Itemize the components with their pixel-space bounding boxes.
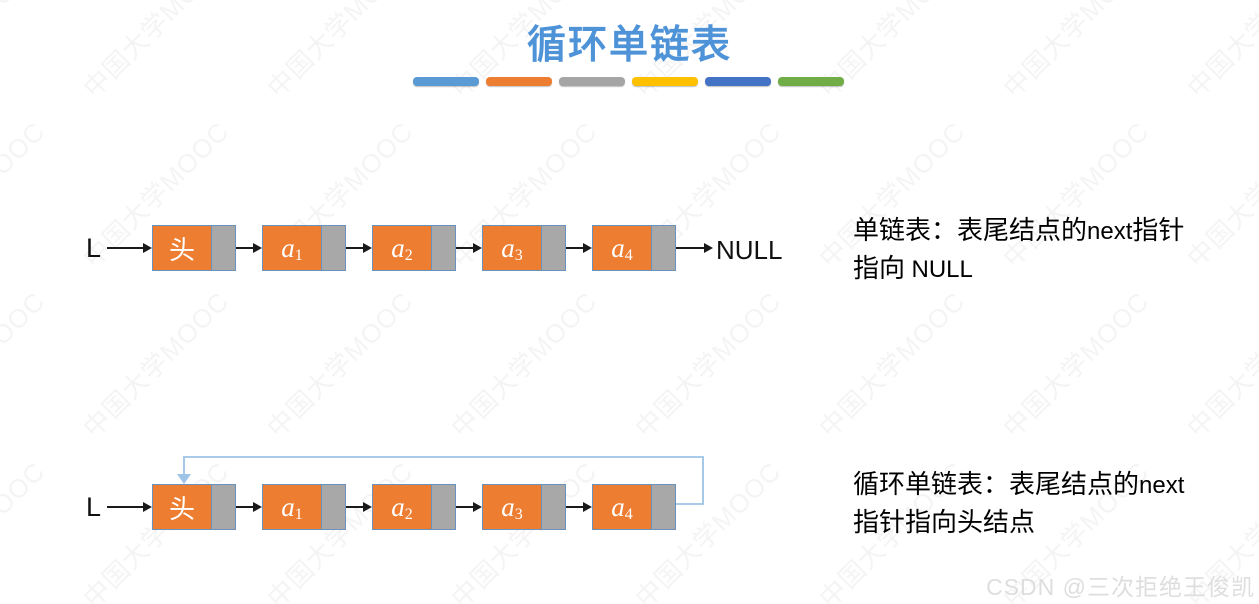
node-pointer-cell xyxy=(211,226,235,270)
mooc-watermark-text: 中国大学MOOC xyxy=(0,285,51,444)
mooc-watermark-text: 中国大学MOOC xyxy=(445,285,603,444)
list2-caption: 循环单链表：表尾结点的next 指针指向头结点 xyxy=(853,466,1253,541)
node-pointer-cell xyxy=(211,485,235,529)
list1-arrow-to-null xyxy=(676,243,713,253)
divider-bar xyxy=(486,77,552,86)
node-pointer-cell xyxy=(651,485,675,529)
mooc-watermark-text: 中国大学MOOC xyxy=(813,285,971,444)
node-pointer-cell xyxy=(431,485,455,529)
list1-head-pointer-label: L xyxy=(86,233,102,263)
mooc-watermark-text: 中国大学MOOC xyxy=(0,115,51,274)
list1-null-label: NULL xyxy=(716,235,783,265)
list2-arrow-4 xyxy=(566,502,592,512)
caption-line2: 指针指向头结点 xyxy=(853,508,1036,537)
divider-bar xyxy=(705,77,771,86)
list2-node-head: 头 xyxy=(152,484,236,530)
node-pointer-cell xyxy=(541,226,565,270)
list1-arrow-2 xyxy=(346,243,372,253)
mooc-watermark-text: 中国大学MOOC xyxy=(997,285,1155,444)
mooc-watermark-text: 中国大学MOOC xyxy=(629,285,787,444)
caption-line1: 单链表：表尾结点的next指针 xyxy=(853,216,1185,245)
list1-node-head: 头 xyxy=(152,225,236,271)
mooc-watermark-text: 中国大学MOOC xyxy=(1181,285,1259,444)
list2-arrow-3 xyxy=(456,502,482,512)
divider-bar xyxy=(632,77,698,86)
caption-line2: 指向 NULL xyxy=(853,254,973,283)
node-pointer-cell xyxy=(541,485,565,529)
mooc-watermark-text: 中国大学MOOC xyxy=(77,285,235,444)
node-data-cell: 头 xyxy=(168,493,195,524)
mooc-watermark-text: 中国大学MOOC xyxy=(0,455,51,604)
node-pointer-cell xyxy=(321,485,345,529)
list1-caption: 单链表：表尾结点的next指针 指向 NULL xyxy=(853,212,1253,288)
title-divider xyxy=(413,77,844,86)
node-pointer-cell xyxy=(431,226,455,270)
list1-arrow-L-to-head xyxy=(107,243,152,253)
list1-arrow-3 xyxy=(456,243,482,253)
list2-arrow-L-to-head xyxy=(107,502,152,512)
mooc-watermark-text: 中国大学MOOC xyxy=(261,285,419,444)
divider-bar xyxy=(413,77,479,86)
page-title: 循环单链表 xyxy=(526,24,732,67)
divider-bar xyxy=(778,77,844,86)
divider-bar xyxy=(559,77,625,86)
caption-line1: 循环单链表：表尾结点的next xyxy=(853,470,1185,499)
list1-arrow-4 xyxy=(566,243,592,253)
node-data-cell: 头 xyxy=(168,234,195,265)
csdn-credit-watermark: CSDN @三次拒绝王俊凯 xyxy=(986,574,1255,600)
list2-arrow-2 xyxy=(346,502,372,512)
list2-head-pointer-label: L xyxy=(86,492,102,522)
list2-arrow-1 xyxy=(236,502,262,512)
node-pointer-cell xyxy=(651,226,675,270)
node-pointer-cell xyxy=(321,226,345,270)
list1-arrow-1 xyxy=(236,243,262,253)
